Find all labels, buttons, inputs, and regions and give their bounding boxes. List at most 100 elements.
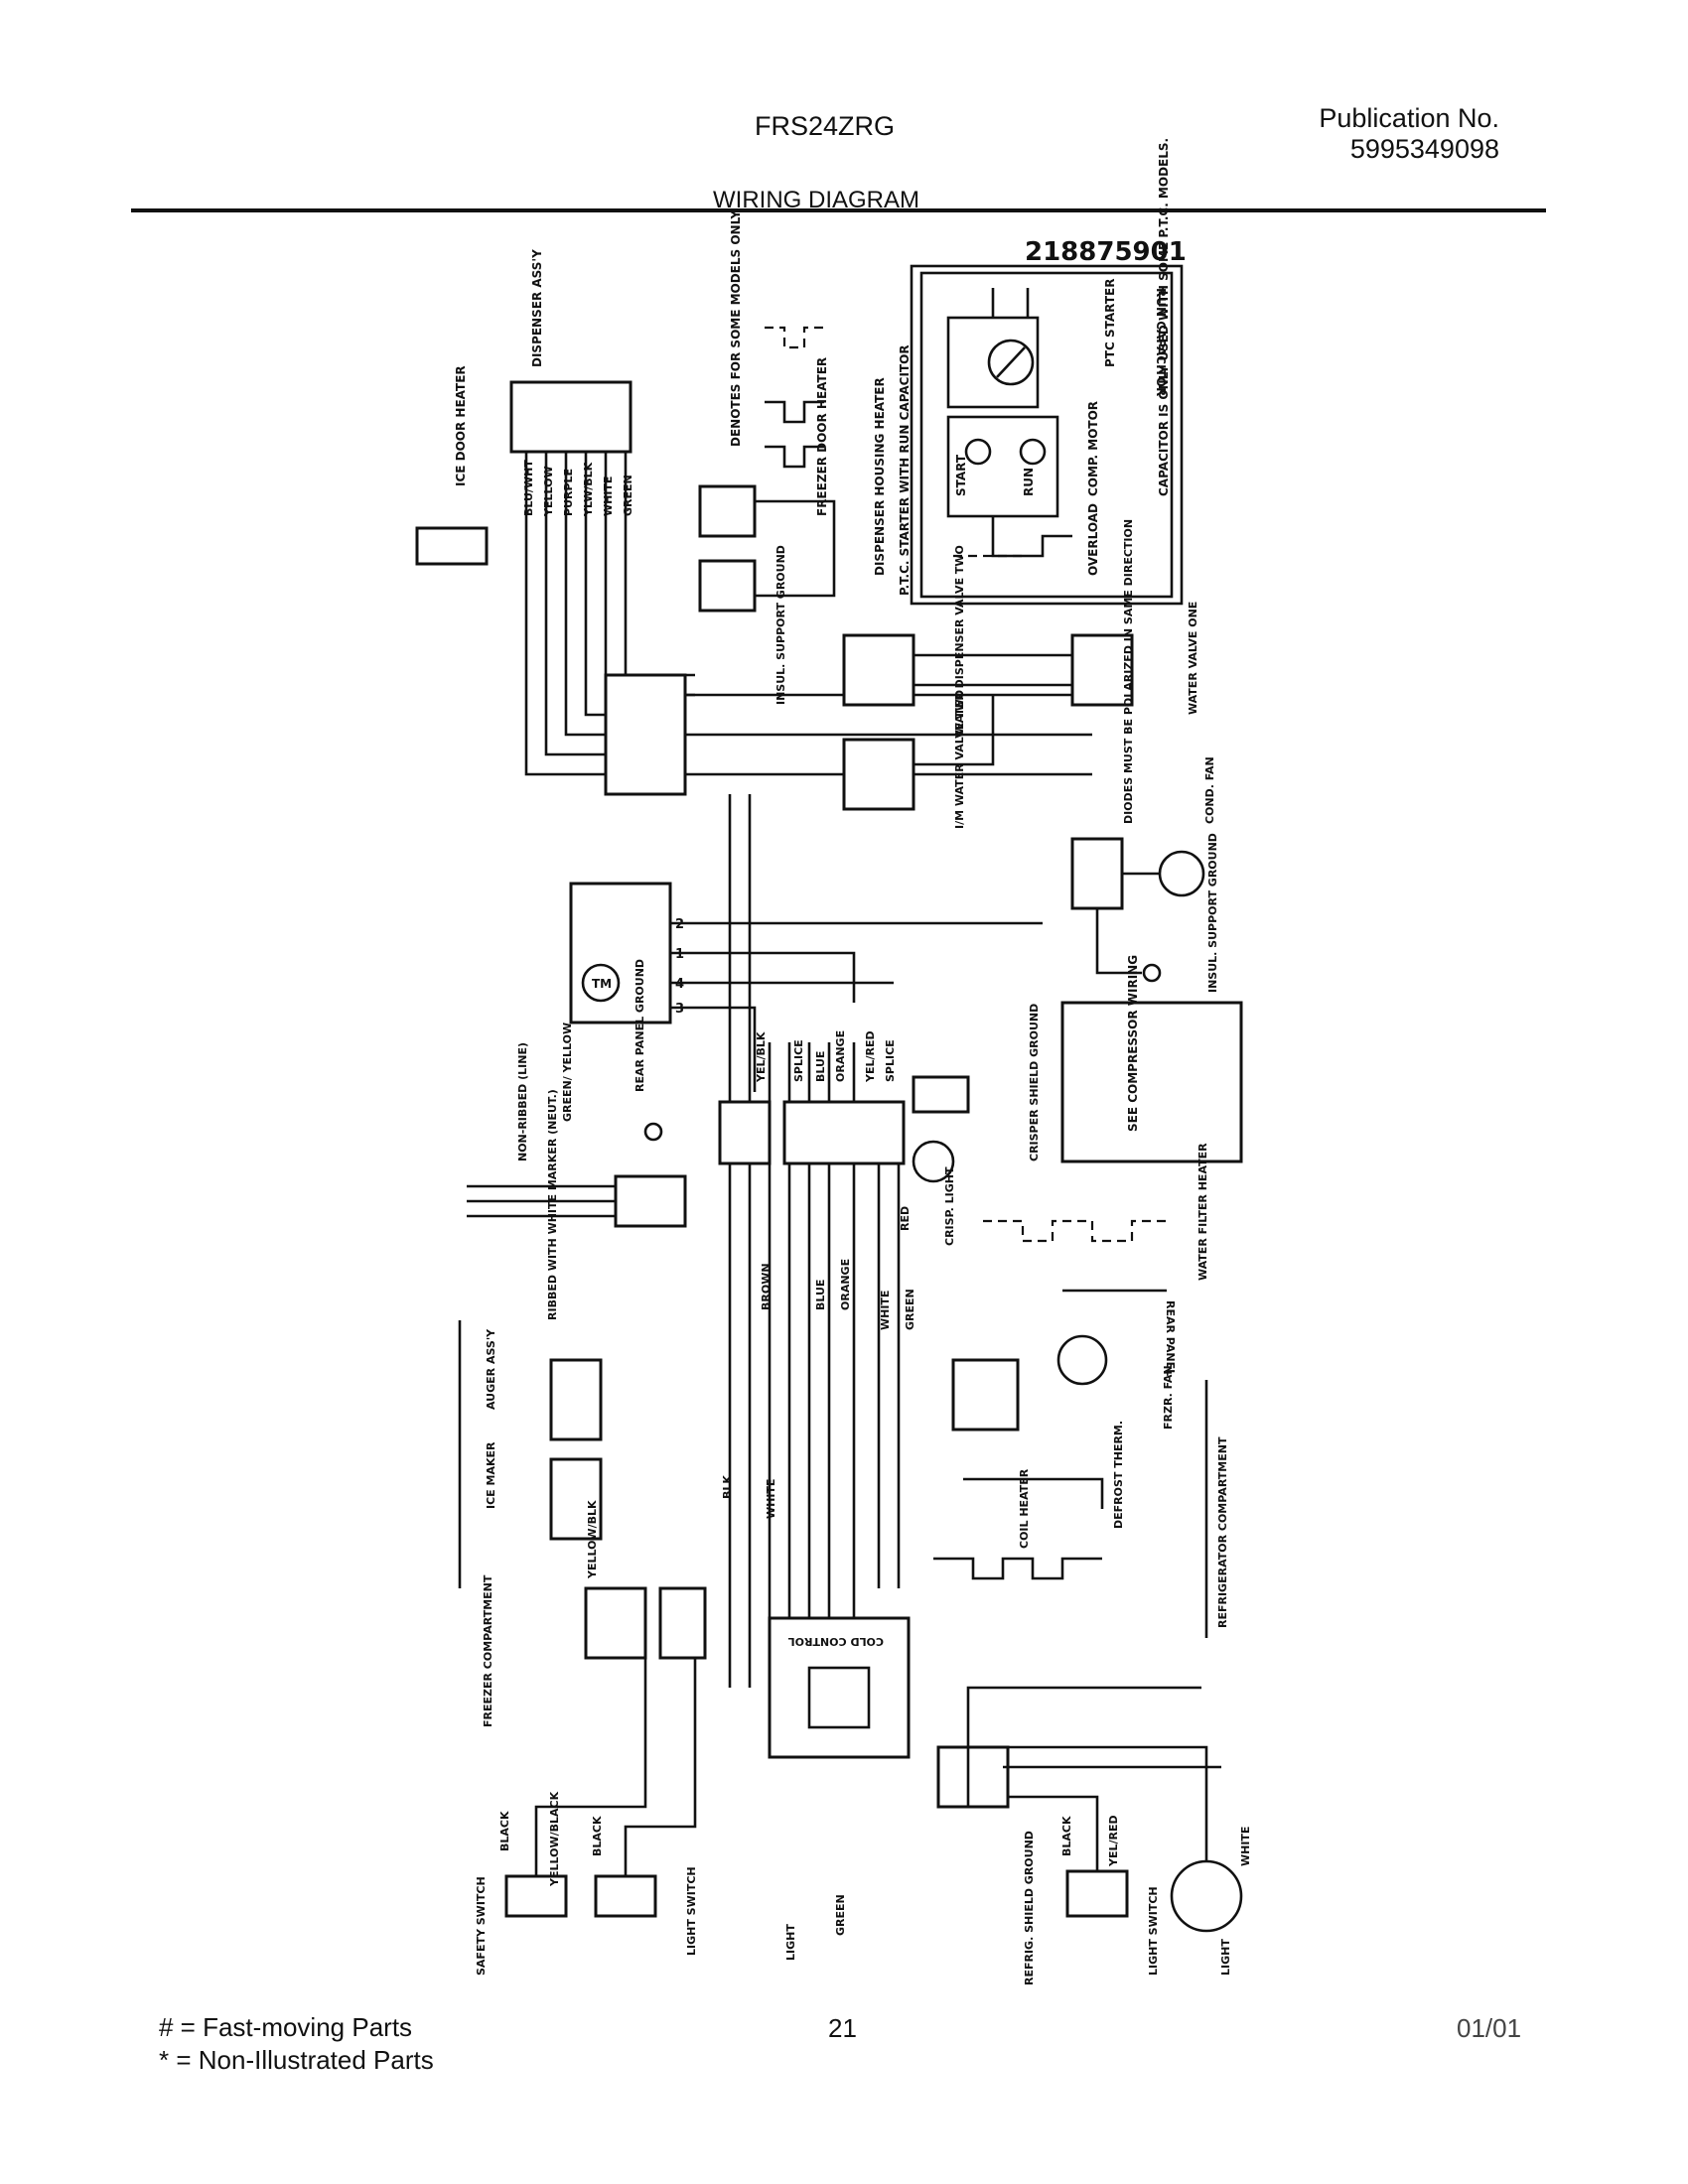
tm-label: TM (592, 977, 612, 991)
wire-blue-2: BLUE (814, 1280, 827, 1310)
freezer-fan-icon (1056, 1334, 1108, 1386)
wire-white: WHITE (602, 477, 615, 516)
refrigerator-compartment-label: REFRIGERATOR COMPARTMENT (1216, 1436, 1229, 1628)
comp-motor-label: COMP. MOTOR (1086, 401, 1100, 496)
wire-blu-wht: BLU/WHT (522, 460, 535, 516)
freezer-connector-2 (658, 1586, 707, 1660)
terminal-1: 1 (675, 947, 684, 962)
refrig-light-switch (1065, 1869, 1129, 1918)
freezer-fan-connector (951, 1358, 1020, 1432)
main-trunk (728, 794, 901, 1688)
freezer-connector-1 (584, 1586, 647, 1660)
publication-date: 01/01 (1457, 2013, 1522, 2043)
main-harness-connector (604, 673, 687, 796)
wire-yel-blk: YEL/BLK (755, 1031, 768, 1083)
dispenser-assy-box (509, 380, 633, 454)
ice-door-heater-label: ICE DOOR HEATER (454, 365, 468, 486)
terminal-3: 3 (675, 1002, 684, 1017)
ribbed-white-marker-label: RIBBED WITH WHITE MARKER (NEUT.) (546, 1089, 559, 1320)
wire-purple: PURPLE (562, 469, 575, 516)
wire-ylw-blk: YLW/BLK (582, 462, 595, 517)
safety-switch (504, 1874, 568, 1918)
light-switch-label-1: LIGHT SWITCH (685, 1866, 698, 1956)
wire-black-1: BLACK (498, 1811, 511, 1851)
wire-white-3: WHITE (765, 1479, 777, 1519)
terminal-2: 2 (675, 917, 684, 932)
cold-control-switch (807, 1666, 871, 1729)
wire-blue: BLUE (814, 1051, 827, 1082)
cond-fan-connector (1070, 837, 1124, 910)
wire-yel-red-2: YEL/RED (1107, 1815, 1120, 1867)
power-cord (467, 1184, 616, 1218)
im-water-valve-label: I/M WATER VALVE TWO (953, 690, 966, 829)
wire-orange-2: ORANGE (839, 1259, 852, 1310)
auger-assy-label: AUGER ASS'Y (485, 1328, 497, 1410)
frzr-fan-label: FRZR. FAN (1162, 1365, 1175, 1430)
wire-brown: BROWN (760, 1263, 773, 1310)
freezer-door-heater-label: FREEZER DOOR HEATER (815, 357, 829, 516)
diodes-note-label: DIODES MUST BE POLARIZED IN SAME DIRECTI… (1122, 519, 1135, 824)
cond-fan-label: COND. FAN (1203, 756, 1216, 824)
timer-wires (670, 921, 1043, 1092)
timer-motor-icon (581, 963, 621, 1003)
power-cord-connector (614, 1174, 687, 1228)
page-number: 21 (828, 2013, 857, 2043)
freezer-light-switch (594, 1874, 657, 1918)
wire-white-4: WHITE (1239, 1827, 1252, 1866)
insul-ground-icon (1142, 963, 1162, 983)
non-ribbed-line-label: NON-RIBBED (LINE) (516, 1042, 529, 1161)
wire-red: RED (899, 1206, 912, 1231)
freezer-compartment-label: FREEZER COMPARTMENT (482, 1574, 494, 1727)
publication-label: Publication No. (1319, 103, 1499, 133)
crisp-light-label: CRISP. LIGHT (943, 1166, 956, 1246)
denotes-models-label: DENOTES FOR SOME MODELS ONLY. (729, 207, 743, 447)
splice-label-2: SPLICE (884, 1039, 897, 1082)
splice-label-1: SPLICE (792, 1039, 805, 1082)
ptc-thermistor-icon (987, 339, 1035, 386)
wire-yellow-blk: YELLOW/BLK (586, 1500, 599, 1579)
wire-yellow-black: YELLOW/BLACK (548, 1791, 561, 1887)
ice-maker-label: ICE MAKER (485, 1441, 497, 1509)
wire-green: GREEN (622, 475, 634, 516)
dispenser-connector-1 (698, 484, 757, 538)
comp-motor-box (946, 415, 1059, 518)
wire-green-3: GREEN (834, 1894, 847, 1936)
legend-fast-moving: # = Fast-moving Parts (159, 2012, 413, 2042)
cold-control-label: COLD CONTROL (788, 1635, 884, 1648)
legend-non-illustrated: * = Non-Illustrated Parts (159, 2045, 434, 2075)
auger-assy-box (549, 1358, 603, 1441)
splice-block-1 (718, 1100, 772, 1165)
part-number: 218875901 (1025, 237, 1187, 267)
defrost-timer-box (569, 882, 672, 1024)
water-dispenser-valve-label: WATER DISPENSER VALVE TWO (953, 545, 966, 735)
legend: # = Fast-moving Parts * = Non-Illustrate… (159, 2011, 434, 2077)
water-valve-one (1070, 633, 1134, 707)
run-capacitor-label: RUN CAPACITOR (1154, 288, 1168, 396)
ice-door-heater-plug (415, 526, 489, 566)
start-label: START (954, 454, 968, 496)
wire-green-2: GREEN (904, 1289, 916, 1330)
safety-switch-label: SAFETY SWITCH (475, 1876, 488, 1976)
compressor-wiring-box (1060, 1001, 1243, 1163)
dispenser-connector-2 (698, 559, 757, 613)
rear-panel-ground-label: REAR PANEL GROUND (633, 959, 646, 1092)
capacitor-note-label: CAPACITOR IS ONLY USED WITH SOME P.T.C. … (1157, 138, 1171, 496)
wire-yel-red: YEL/RED (864, 1030, 877, 1083)
crisper-shield-ground-label: CRISPER SHIELD GROUND (1028, 1004, 1041, 1161)
ice-maker-box (549, 1457, 603, 1541)
ptc-run-cap-label: P.T.C. STARTER WITH RUN CAPACITOR (898, 344, 912, 596)
refrig-shield-ground-label: REFRIG. SHIELD GROUND (1023, 1831, 1036, 1985)
dispenser-assy-label: DISPENSER ASS'Y (530, 249, 544, 367)
green-yellow-label: GREEN/ YELLOW (561, 1023, 574, 1122)
wire-white-2: WHITE (879, 1291, 892, 1330)
water-filter-heater-label: WATER FILTER HEATER (1196, 1143, 1209, 1281)
run-label: RUN (1022, 468, 1036, 496)
wire-yellow: YELLOW (542, 466, 555, 517)
rear-panel-ground-icon (643, 1122, 663, 1142)
ptc-inner-frame (919, 271, 1174, 599)
dispenser-housing-heater-label: DISPENSER HOUSING HEATER (873, 377, 887, 576)
im-water-valve (842, 738, 915, 811)
crisper-light-icon (912, 1140, 955, 1183)
wire-black-3: BLACK (1060, 1816, 1073, 1856)
